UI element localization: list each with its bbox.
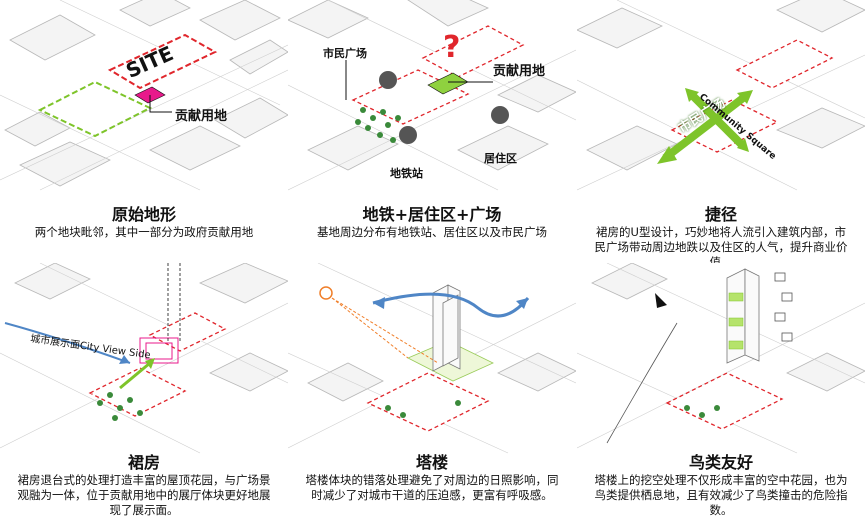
metro-label: 地铁站 bbox=[390, 167, 423, 180]
shortcut-arrow bbox=[662, 91, 750, 162]
caption: 塔楼 塔楼体块的错落处理避免了对周边的日照影响，同时减少了对城市干道的压迫感，更… bbox=[288, 453, 576, 503]
context-sketch bbox=[288, 0, 576, 191]
caption: 鸟类友好 塔楼上的挖空处理不仅形成丰富的空中花园，也为鸟类提供栖息地，且有效减少… bbox=[577, 453, 865, 518]
panel-podium: 城市展示面City View Side 裙房 裙房退台式的处理打造丰富的屋顶花园… bbox=[0, 263, 288, 526]
panel-context: ? 市民广场 贡献用地 地铁站 居住区 地铁+居住区+广场 基地周边分布有地铁站… bbox=[288, 0, 576, 263]
wind-arrow bbox=[372, 292, 530, 318]
trees bbox=[684, 405, 720, 418]
panel-title: 鸟类友好 bbox=[688, 453, 753, 472]
metro-pin-icon bbox=[399, 126, 417, 144]
caption: 原始地形 两个地块毗邻，其中一部分为政府贡献用地 bbox=[0, 205, 288, 240]
panel-desc: 两个地块毗邻，其中一部分为政府贡献用地 bbox=[34, 225, 254, 239]
panel-shortcut: 市民广场 Community Square 捷径 裙房的U型设计，巧妙地将人流引… bbox=[577, 0, 865, 263]
residential-label: 居住区 bbox=[484, 152, 517, 165]
panel-desc: 塔楼上的挖空处理不仅形成丰富的空中花园，也为鸟类提供栖息地，且有效减少了鸟类撞击… bbox=[594, 473, 848, 517]
trees bbox=[385, 400, 461, 418]
bird-boxes bbox=[774, 272, 793, 342]
red-plot bbox=[107, 33, 218, 90]
tower-block bbox=[726, 268, 760, 364]
panel-title: 捷径 bbox=[704, 205, 737, 224]
plaza-pin-icon bbox=[379, 71, 397, 89]
sun-icon bbox=[319, 286, 333, 300]
trees bbox=[355, 107, 401, 143]
caption: 裙房 裙房退台式的处理打造丰富的屋顶花园，与广场景观融为一体，位于贡献用地中的展… bbox=[0, 453, 288, 518]
panel-title: 原始地形 bbox=[111, 205, 176, 224]
caption: 捷径 裙房的U型设计，巧妙地将人流引入建筑内部，市民广场带动周边地跌以及住区的人… bbox=[577, 205, 865, 263]
plaza-label: 市民广场 bbox=[323, 47, 367, 60]
panel-tower: 塔楼 塔楼体块的错落处理避免了对周边的日照影响，同时减少了对城市干道的压迫感，更… bbox=[288, 263, 576, 526]
shortcut-sketch bbox=[577, 0, 865, 191]
panel-desc: 基地周边分布有地铁站、居住区以及市民广场 bbox=[317, 225, 547, 239]
panel-desc: 塔楼体块的错落处理避免了对周边的日照影响，同时减少了对城市干道的压迫感，更富有呼… bbox=[305, 473, 559, 502]
bird-sketch bbox=[577, 263, 865, 454]
panel-desc: 裙房退台式的处理打造丰富的屋顶花园，与广场景观融为一体，位于贡献用地中的展厅体块… bbox=[17, 473, 271, 517]
question-mark: ? bbox=[443, 30, 461, 65]
tower-sketch bbox=[288, 263, 576, 454]
panel-title: 塔楼 bbox=[415, 453, 448, 472]
residential-pin-icon bbox=[491, 106, 509, 124]
caption: 地铁+居住区+广场 基地周边分布有地铁站、居住区以及市民广场 bbox=[288, 205, 576, 240]
contrib-label: 贡献用地 bbox=[175, 109, 228, 124]
trees bbox=[97, 392, 143, 421]
terrain-sketch bbox=[0, 0, 288, 191]
bird-icon bbox=[655, 293, 667, 308]
view-arrow bbox=[4, 322, 131, 364]
panel-bird-friendly: 鸟类友好 塔楼上的挖空处理不仅形成丰富的空中花园，也为鸟类提供栖息地，且有效减少… bbox=[577, 263, 865, 526]
panel-original-terrain: SITE 贡献用地 原始地形 两个地块毗邻，其中一部分为政府贡献用地 bbox=[0, 0, 288, 263]
panel-desc: 裙房的U型设计，巧妙地将人流引入建筑内部，市民广场带动周边地跌以及住区的人气，提… bbox=[594, 225, 848, 263]
panel-title: 地铁+居住区+广场 bbox=[362, 205, 502, 224]
podium-sketch bbox=[0, 263, 288, 454]
contrib-label: 贡献用地 bbox=[493, 64, 546, 79]
panel-title: 裙房 bbox=[127, 453, 160, 472]
flight-path bbox=[606, 322, 678, 444]
